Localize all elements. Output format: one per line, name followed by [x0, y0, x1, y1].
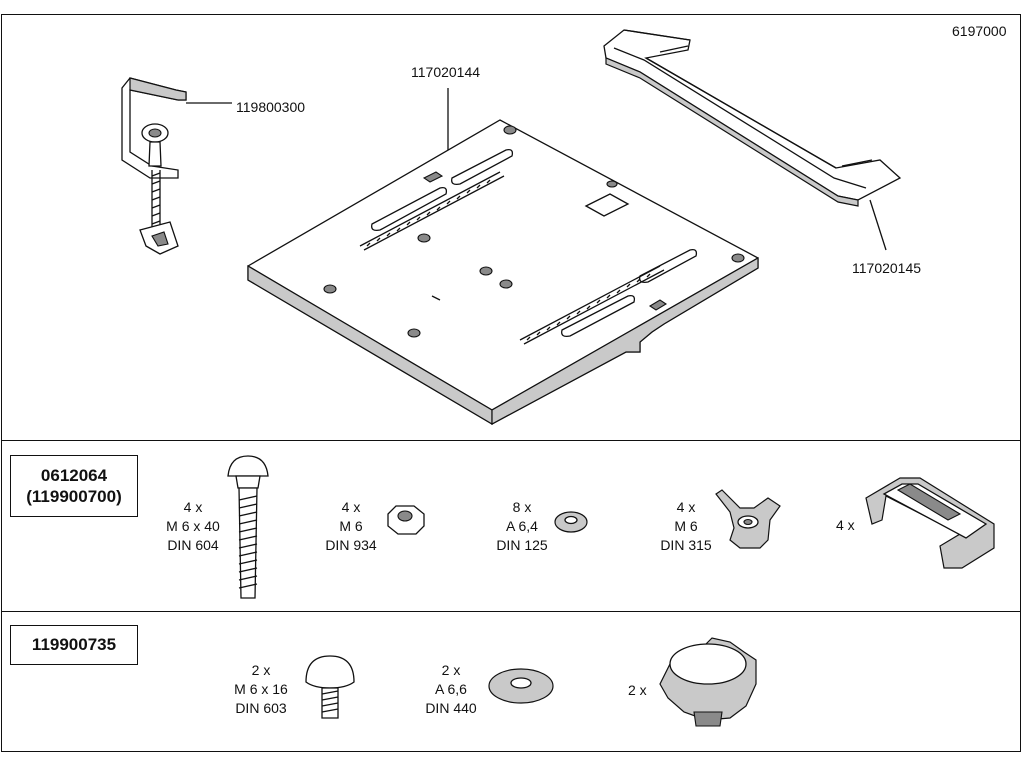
carriage-bolt-spec: 4 x M 6 x 40 DIN 604 [148, 498, 238, 555]
clamp-part-number: 119800300 [236, 99, 306, 115]
qty: 4 x [183, 499, 203, 515]
clamp-drawing [121, 77, 232, 255]
star-knob-qty: 2 x [628, 682, 647, 698]
document-number: 6197000 [952, 23, 1007, 39]
bracket-qty: 4 x [836, 517, 855, 533]
base-plate-part-number: 117020144 [411, 64, 481, 80]
rail-drawing [603, 29, 902, 251]
bracket-drawing [865, 477, 995, 569]
washer-drawing [554, 511, 588, 533]
standard: DIN 440 [425, 700, 477, 716]
kit-box-119900735: 119900735 [10, 625, 138, 665]
size: A 6,4 [506, 518, 538, 534]
wing-nut-drawing [715, 489, 781, 549]
hex-nut-drawing [387, 505, 425, 535]
size: M 6 [339, 518, 363, 534]
section-divider [1, 611, 1021, 612]
drawing-frame [1, 14, 1021, 752]
standard: DIN 934 [325, 537, 377, 553]
standard: DIN 603 [235, 700, 287, 716]
washer-spec: 8 x A 6,4 DIN 125 [477, 498, 567, 555]
standard: DIN 315 [660, 537, 712, 553]
kit-id: 119900735 [31, 635, 117, 654]
kit-id: 0612064 [40, 466, 108, 485]
mushroom-bolt-drawing [305, 655, 355, 719]
standard: DIN 604 [167, 537, 219, 553]
base-plate-drawing [247, 88, 759, 426]
hex-nut-spec: 4 x M 6 DIN 934 [306, 498, 396, 555]
mushroom-bolt-spec: 2 x M 6 x 16 DIN 603 [216, 661, 306, 718]
size: M 6 x 16 [234, 681, 288, 697]
qty: 2 x [441, 662, 461, 678]
qty: 8 x [512, 499, 532, 515]
size: M 6 [674, 518, 698, 534]
kit-box-0612064: 0612064 (119900700) [10, 455, 138, 517]
size: A 6,6 [435, 681, 467, 697]
wing-nut-spec: 4 x M 6 DIN 315 [641, 498, 731, 555]
section-divider [1, 440, 1021, 441]
standard: DIN 125 [496, 537, 548, 553]
qty: 2 x [251, 662, 271, 678]
size: M 6 x 40 [166, 518, 220, 534]
large-washer-spec: 2 x A 6,6 DIN 440 [406, 661, 496, 718]
qty: 4 x [676, 499, 696, 515]
rail-part-number: 117020145 [852, 260, 922, 276]
kit-alt-id: (119900700) [26, 487, 122, 506]
large-washer-drawing [488, 668, 554, 704]
qty: 4 x [341, 499, 361, 515]
star-knob-drawing [659, 637, 757, 727]
carriage-bolt-drawing [227, 455, 269, 599]
